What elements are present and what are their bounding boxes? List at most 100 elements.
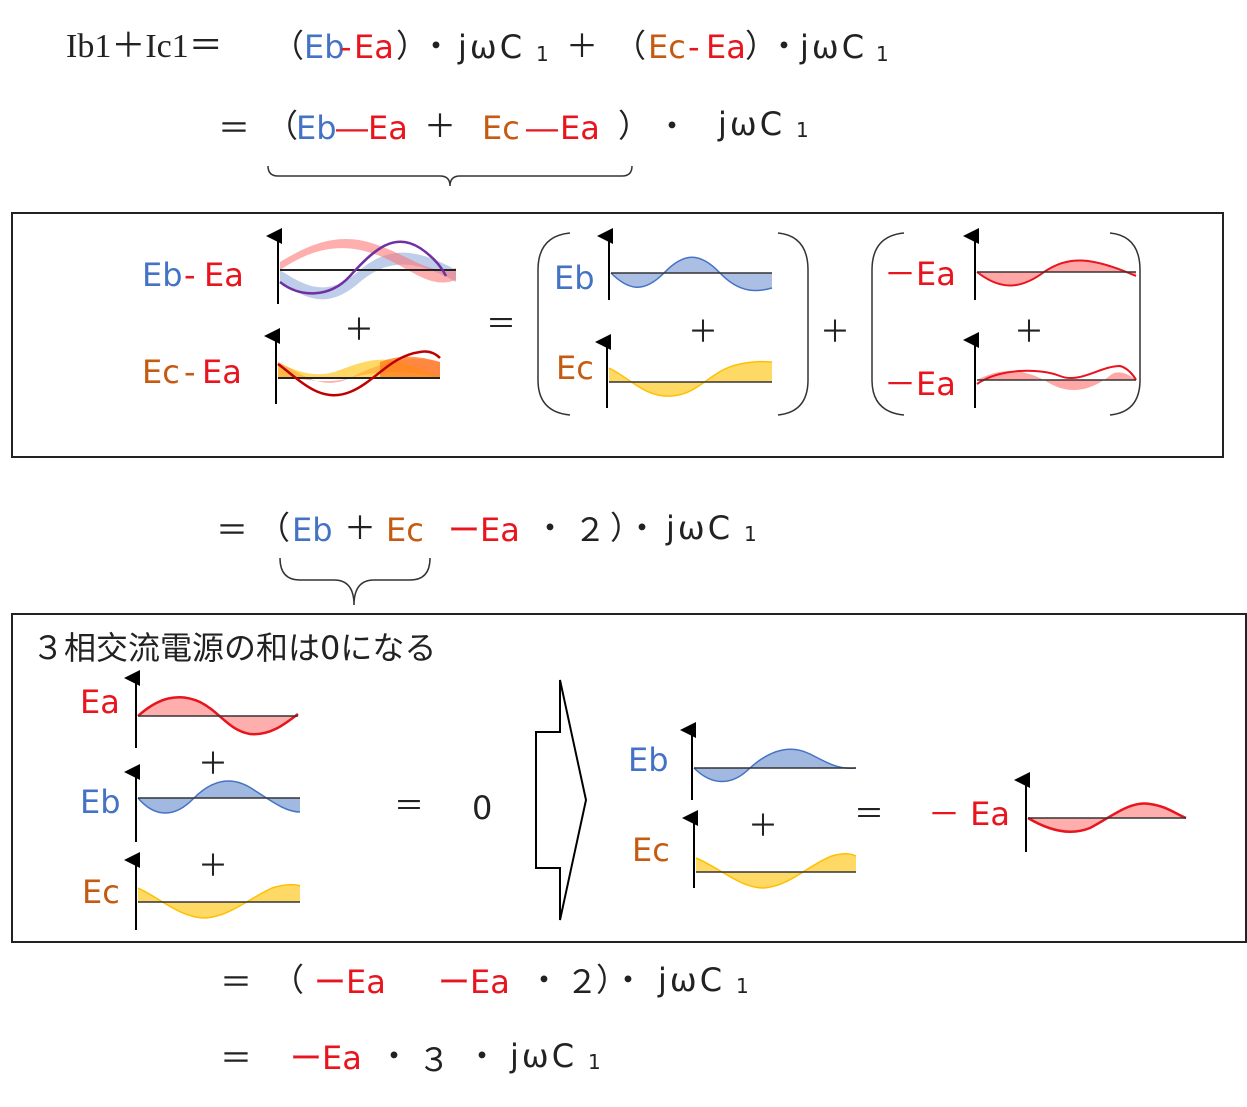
sum-zero-box bbox=[11, 613, 1247, 943]
label-ea-2: Ea bbox=[202, 353, 242, 391]
term-minus-ea: ーEa bbox=[448, 511, 520, 549]
label-ec: Ec bbox=[82, 873, 120, 911]
term-minus-2: - bbox=[688, 28, 700, 66]
chart-ea bbox=[124, 670, 299, 748]
term-eb: Eb bbox=[304, 28, 345, 66]
paren-open: （ bbox=[258, 509, 291, 547]
term-minus: - bbox=[340, 28, 352, 66]
dot-2: ・ bbox=[466, 1037, 499, 1075]
paren1-right bbox=[777, 232, 809, 416]
label-minus-ea: － Ea bbox=[928, 795, 1011, 833]
chart-ec-right bbox=[682, 810, 857, 889]
term-minus-ea-2: ーEa bbox=[438, 963, 510, 1001]
subscript-1b: 1 bbox=[876, 42, 889, 66]
zero: 0 bbox=[472, 789, 493, 827]
jwc: jωC bbox=[658, 961, 726, 999]
plus-between: ＋ bbox=[820, 315, 850, 350]
dot: ・ bbox=[528, 961, 561, 999]
paren2-left bbox=[871, 232, 905, 416]
paren1-ec: Ec bbox=[556, 349, 594, 387]
underbrace-1 bbox=[267, 165, 633, 187]
jwc: jωC bbox=[510, 1037, 578, 1075]
decomposition-box bbox=[11, 212, 1224, 458]
jwc: jωC bbox=[718, 105, 786, 143]
chart-ec-minus-ea bbox=[264, 328, 441, 404]
paren-close: ） bbox=[618, 107, 651, 145]
label-ec: Ec bbox=[142, 353, 180, 391]
dot: ・ bbox=[656, 107, 689, 145]
term-minus-2: ― bbox=[526, 109, 558, 147]
label-eb-2: Eb bbox=[628, 741, 669, 779]
label-dash: - bbox=[184, 256, 196, 294]
equals-sign: ＝ bbox=[486, 307, 516, 342]
chart-eb-minus-ea bbox=[266, 228, 456, 304]
plus-2: ＋ bbox=[198, 849, 228, 884]
box-title: ３相交流電源の和は0になる bbox=[32, 629, 437, 667]
paren1-plus: ＋ bbox=[688, 315, 718, 350]
subscript-1: 1 bbox=[736, 974, 749, 998]
paren-close: ） bbox=[396, 27, 429, 65]
chart-ec bbox=[124, 852, 301, 930]
lhs-ib1-ic1: Ib1＋Ic1＝ bbox=[66, 28, 223, 65]
equals: ＝ bbox=[220, 1039, 253, 1077]
chart-minus-ea-right bbox=[1014, 772, 1187, 852]
jwc: jωC bbox=[458, 28, 526, 66]
jwc-2: jωC bbox=[800, 28, 868, 66]
term-ec: Ec bbox=[648, 28, 686, 66]
paren1-left bbox=[537, 232, 571, 416]
label-ea: Ea bbox=[80, 683, 120, 721]
term-minus-ea: ーEa bbox=[290, 1039, 362, 1077]
chart-eb bbox=[597, 228, 773, 300]
plus-sign: ＋ bbox=[344, 313, 374, 348]
two: ２ bbox=[566, 963, 599, 1001]
paren-open: （ bbox=[272, 27, 305, 65]
equals: ＝ bbox=[220, 963, 253, 1001]
paren1-eb: Eb bbox=[554, 259, 595, 297]
chart-ec bbox=[595, 334, 773, 408]
term-ec: Ec bbox=[482, 109, 520, 147]
paren2-minus-ea-2: －Ea bbox=[884, 365, 956, 403]
label-ec-2: Ec bbox=[632, 831, 670, 869]
dot: ・ bbox=[420, 27, 453, 65]
two: ２ bbox=[574, 511, 607, 549]
plus: ＋ bbox=[566, 27, 599, 65]
term-ea: Ea bbox=[354, 28, 394, 66]
label-eb: Eb bbox=[142, 256, 183, 294]
chart-minus-ea-top bbox=[963, 228, 1137, 300]
term-eb: Eb bbox=[292, 511, 333, 549]
paren-open: （ bbox=[266, 107, 299, 145]
dot: ・ bbox=[534, 509, 567, 547]
equals-sign-2: ＝ bbox=[854, 797, 884, 832]
term-ec: Ec bbox=[386, 511, 424, 549]
subscript-1: 1 bbox=[536, 42, 549, 66]
term-minus-ea-1: ーEa bbox=[314, 963, 386, 1001]
paren2-plus: ＋ bbox=[1014, 315, 1044, 350]
paren2-right bbox=[1109, 232, 1141, 416]
subscript-1: 1 bbox=[744, 522, 757, 546]
plus-1: ＋ bbox=[198, 747, 228, 782]
label-dash-2: - bbox=[184, 353, 196, 391]
dot: ・ bbox=[378, 1037, 411, 1075]
dot-2: ・ bbox=[768, 27, 801, 65]
equals: ＝ bbox=[218, 109, 251, 147]
paren2-minus-ea: －Ea bbox=[884, 255, 956, 293]
subscript-1: 1 bbox=[796, 118, 809, 142]
term-ea-2: Ea bbox=[706, 28, 746, 66]
three: ３ bbox=[418, 1041, 451, 1079]
term-minus: ― bbox=[336, 109, 368, 147]
paren-close: ）・ bbox=[610, 509, 659, 547]
paren-open: （ bbox=[272, 961, 305, 999]
chart-eb bbox=[124, 764, 301, 842]
label-eb: Eb bbox=[80, 783, 121, 821]
plus-3: ＋ bbox=[748, 809, 778, 844]
paren-close-2: ） bbox=[745, 27, 778, 65]
implies-arrow bbox=[535, 679, 588, 921]
plus: ＋ bbox=[344, 509, 377, 547]
term-eb: Eb bbox=[296, 109, 337, 147]
term-ea-2: Ea bbox=[560, 109, 600, 147]
paren-close: ）・ bbox=[596, 961, 645, 999]
label-ea: Ea bbox=[204, 256, 244, 294]
